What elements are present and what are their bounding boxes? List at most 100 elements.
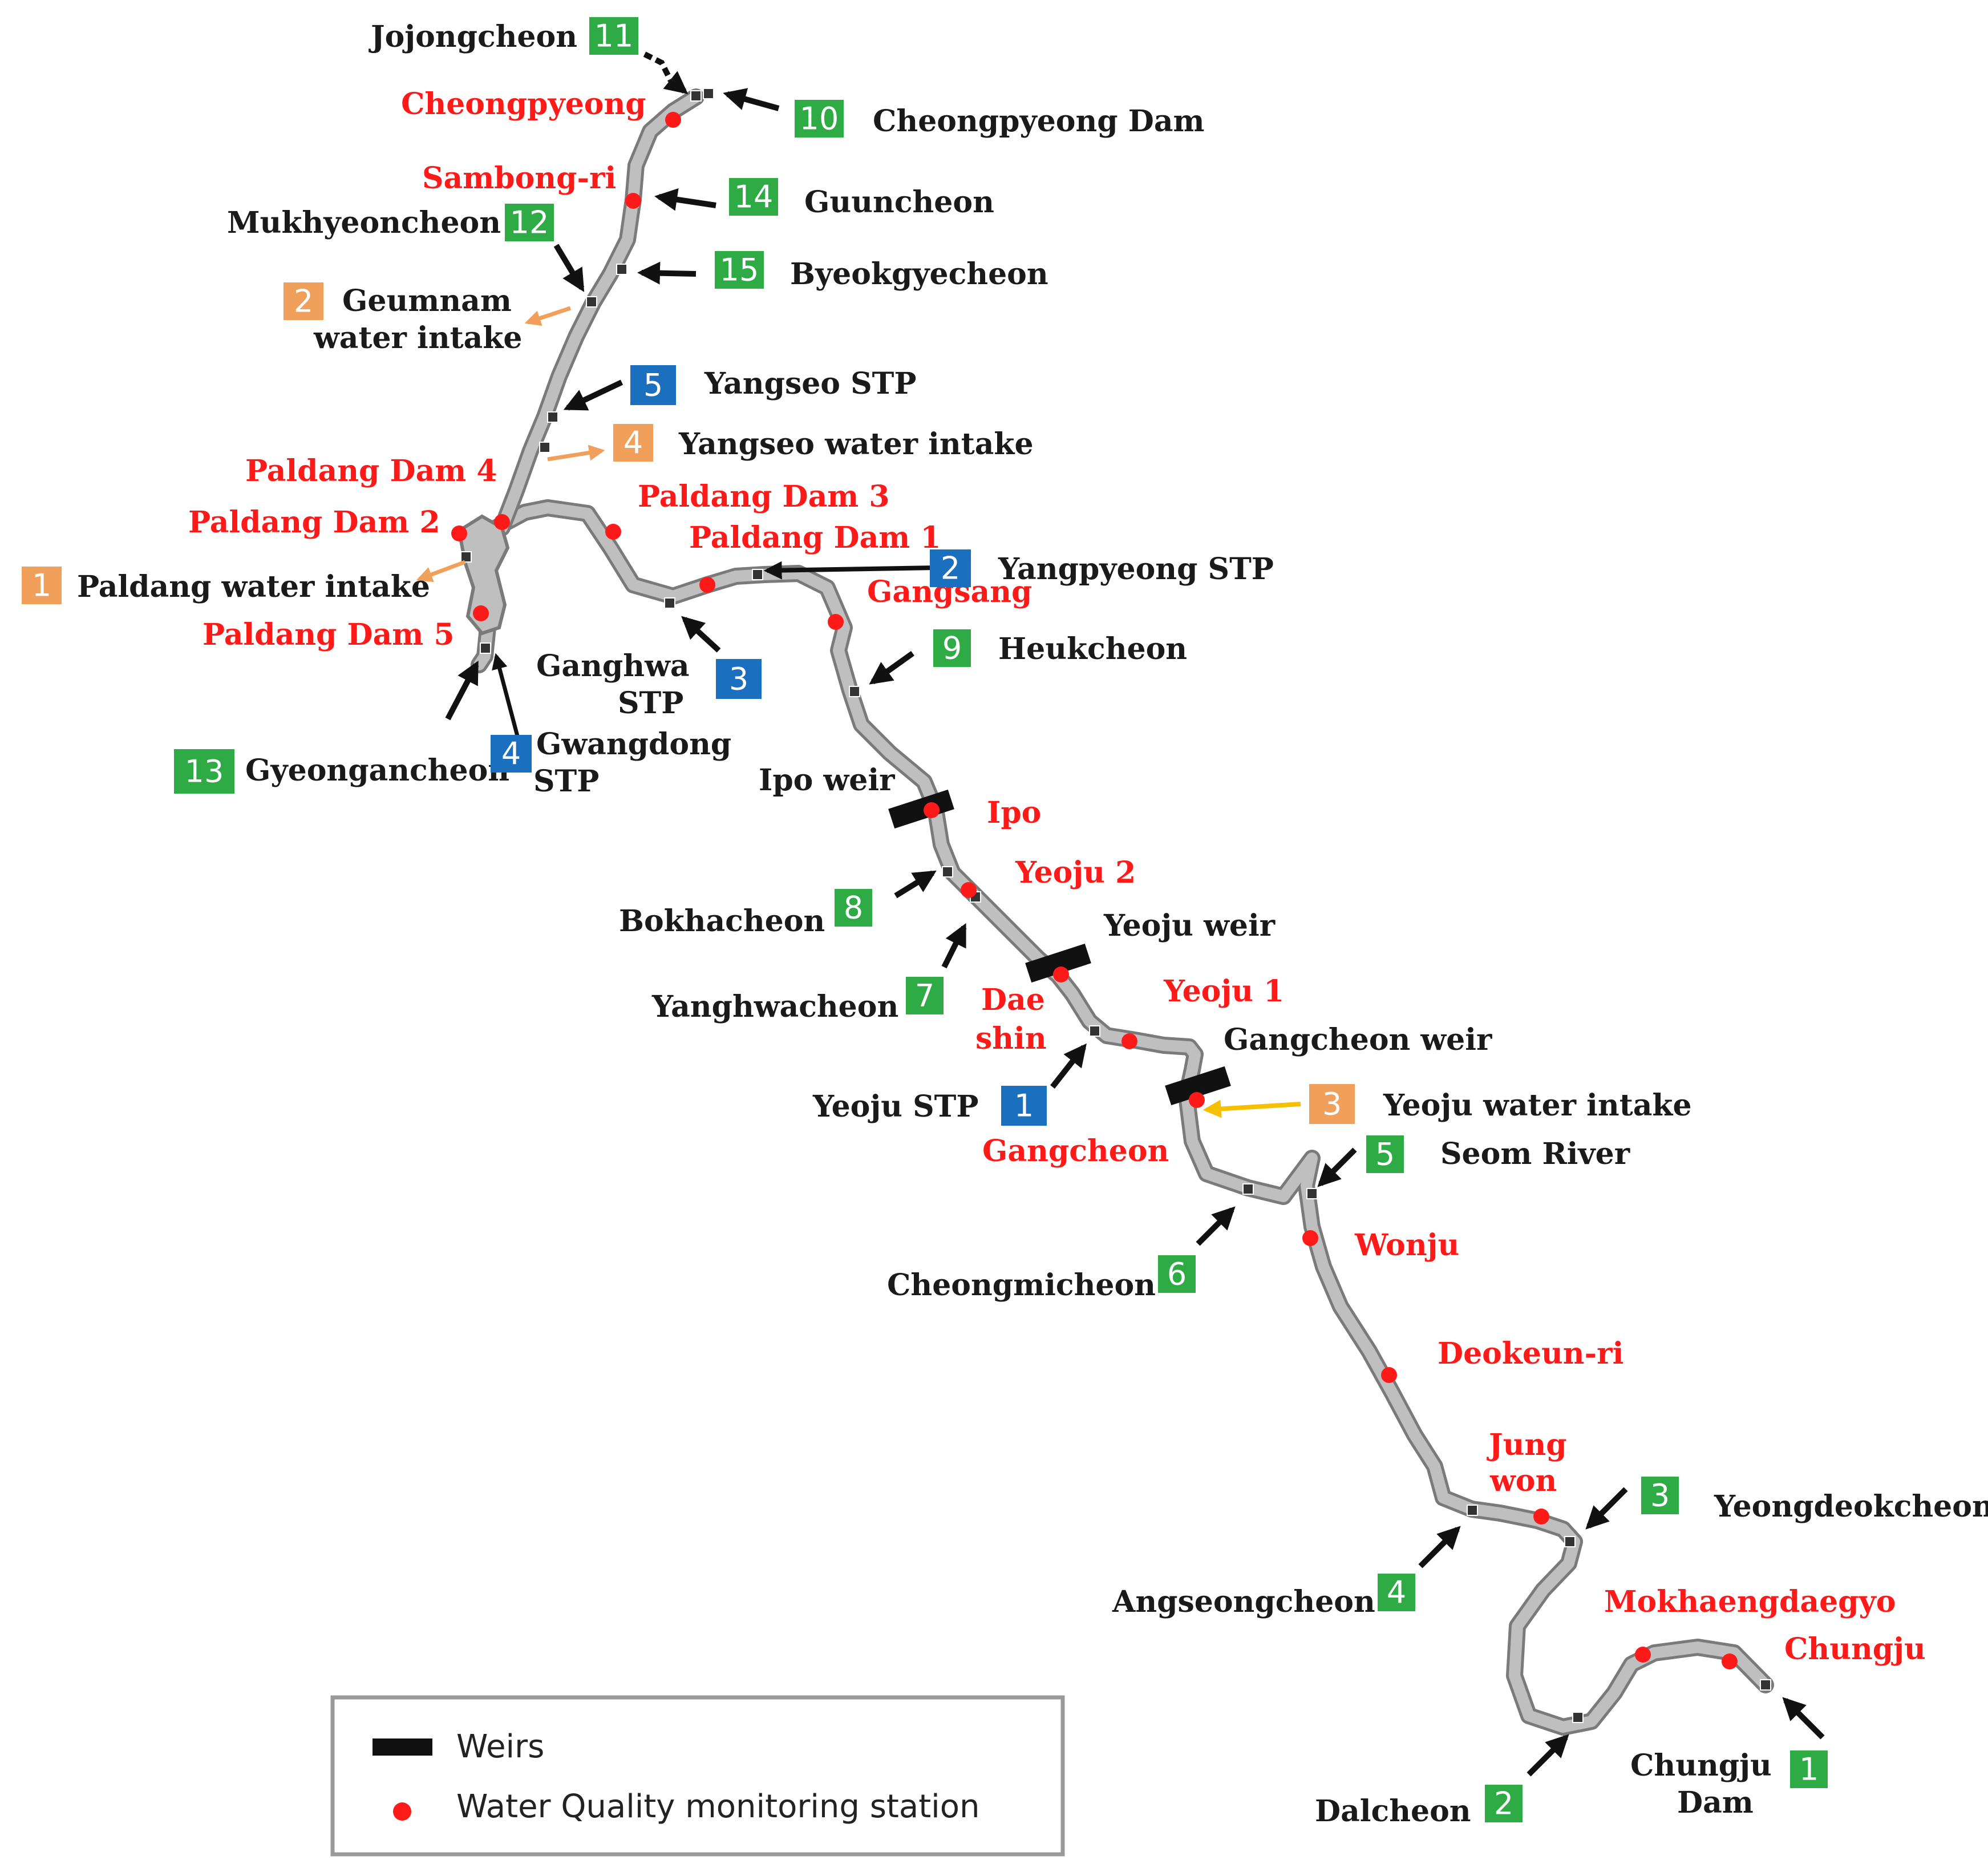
station-dot-yeoju1 <box>1121 1033 1137 1049</box>
tributary-7-number: 7 <box>915 978 934 1014</box>
intake-1: 1 Paldang water intake <box>22 567 430 604</box>
station-label-deokeun-ri: Deokeun-ri <box>1438 1336 1623 1371</box>
junction-node <box>703 88 714 99</box>
tributary-6: 6 Cheongmicheon <box>887 1255 1196 1303</box>
stp-5-name: Yangseo STP <box>704 366 916 401</box>
weir-labels: Ipo weir Yeoju weir Gangcheon weir <box>759 763 1492 1057</box>
tributary-8-name: Bokhacheon <box>619 904 825 939</box>
station-dot-yeoju2 <box>961 882 977 898</box>
river-upper-fill <box>496 91 702 533</box>
arrow-heukcheon <box>869 650 914 685</box>
junction-node <box>1089 1025 1100 1037</box>
tributary-8-number: 8 <box>844 890 863 926</box>
stp-4: 4 Gwangdong STP <box>491 727 731 799</box>
tributary-6-name: Cheongmicheon <box>887 1268 1156 1303</box>
station-labels: Cheongpyeong Sambong-ri Paldang Dam 4 Pa… <box>188 87 1926 1667</box>
station-label-chungju: Chungju <box>1784 1632 1926 1667</box>
stp-1-number: 1 <box>1014 1088 1034 1124</box>
tributary-8: 8 Bokhacheon <box>619 889 872 939</box>
station-label-cheongpyeong: Cheongpyeong <box>401 87 646 122</box>
intake-3-number: 3 <box>1322 1086 1342 1122</box>
tributary-5-number: 5 <box>1375 1137 1395 1172</box>
arrow-yanghwacheon <box>941 923 967 969</box>
tributary-12-name: Mukhyeoncheon <box>227 205 501 240</box>
arrow-mukhyeoncheon <box>553 244 585 292</box>
junction-node <box>849 686 860 697</box>
intake-3-name: Yeoju water intake <box>1383 1088 1692 1123</box>
tributary-11-name: Jojongcheon <box>369 19 577 54</box>
junction-node <box>539 442 550 453</box>
yeoju-weir-marker <box>1025 943 1091 983</box>
intake-badges: 1 Paldang water intake 2 Geumnam water i… <box>22 282 1692 1124</box>
junction-node <box>460 551 472 563</box>
station-dot-sambong-ri <box>625 193 641 209</box>
intake-1-name: Paldang water intake <box>77 569 430 604</box>
intake-4: 4 Yangseo water intake <box>613 424 1034 462</box>
tributary-10-name: Cheongpyeong Dam <box>873 104 1205 139</box>
station-label-paldang-dam-5: Paldang Dam 5 <box>203 617 455 652</box>
station-label-yeoju-1: Yeoju 1 <box>1163 974 1284 1009</box>
intake-2-number: 2 <box>294 284 313 320</box>
weir-markers <box>888 789 1231 1106</box>
junction-node <box>690 90 702 102</box>
junction-node <box>1564 1536 1576 1547</box>
station-dot-paldang5 <box>473 605 489 621</box>
arrow-seom-river <box>1317 1147 1357 1187</box>
tributary-5: 5 Seom River <box>1366 1135 1630 1173</box>
station-dot-paldang3 <box>605 524 621 540</box>
station-label-sambong-ri: Sambong-ri <box>422 161 616 196</box>
station-dots <box>451 112 1738 1669</box>
stp-5-number: 5 <box>643 367 663 403</box>
station-dot-jungwon <box>1533 1509 1549 1525</box>
stp-4-name-line2: STP <box>533 764 599 799</box>
tributary-10: 10 Cheongpyeong Dam <box>795 100 1205 139</box>
junction-nodes <box>460 88 1771 1723</box>
stp-1: 1 Yeoju STP <box>812 1086 1047 1126</box>
arrows <box>416 51 1825 1777</box>
arrow-ganghwa-stp <box>681 616 721 653</box>
tributary-14-name: Guuncheon <box>804 185 994 220</box>
arrow-bokhacheon <box>894 870 937 899</box>
intake-4-number: 4 <box>623 425 643 461</box>
weir-label-gangcheon: Gangcheon weir <box>1224 1022 1492 1057</box>
tributary-2: 2 Dalcheon <box>1315 1785 1523 1829</box>
station-dot-chungju <box>1722 1653 1738 1669</box>
tributary-badges: 1 Chungju Dam 2 Dalcheon 3 Yeongdeokcheo… <box>174 17 1988 1829</box>
stp-4-name-line1: Gwangdong <box>536 727 731 762</box>
station-label-jung: Jung <box>1487 1428 1567 1462</box>
arrow-cheongmicheon <box>1196 1206 1236 1246</box>
intake-2-name-line2: water intake <box>313 321 522 355</box>
junction-node <box>752 569 763 580</box>
tributary-3: 3 Yeongdeokcheon <box>1641 1477 1988 1524</box>
station-label-shin: shin <box>975 1021 1047 1056</box>
tributary-1-name-line2: Dam <box>1677 1785 1754 1820</box>
station-dot-daeshin <box>1053 967 1069 983</box>
tributary-13: 13 Gyeongancheon <box>174 749 509 794</box>
tributary-5-name: Seom River <box>1440 1137 1630 1171</box>
arrow-geumnam-intake <box>524 306 572 326</box>
stp-badges: 1 Yeoju STP 2 Yangpyeong STP 3 Ganghwa S… <box>491 365 1274 1126</box>
tributary-13-number: 13 <box>185 754 224 790</box>
tributary-12: 12 Mukhyeoncheon <box>227 204 554 241</box>
station-label-dae: Dae <box>981 983 1045 1017</box>
tributary-15-number: 15 <box>720 252 759 288</box>
arrow-chungju-dam <box>1782 1697 1825 1740</box>
tributary-4-name: Angseongcheon <box>1112 1584 1375 1619</box>
arrow-paldang-intake <box>416 560 466 583</box>
tributary-15-name: Byeokgyecheon <box>790 257 1048 292</box>
station-label-paldang-dam-3: Paldang Dam 3 <box>638 479 890 514</box>
legend-weirs-label: Weirs <box>456 1728 544 1765</box>
junction-node <box>1467 1505 1478 1516</box>
junction-node <box>547 411 558 423</box>
station-dot-paldang4 <box>494 514 510 530</box>
legend-weir-swatch <box>373 1738 432 1756</box>
arrow-yeongdeokcheon <box>1585 1487 1628 1530</box>
junction-node <box>1242 1183 1254 1195</box>
tributary-1-name-line1: Chungju <box>1630 1748 1772 1783</box>
stp-3-name-line2: STP <box>618 686 683 721</box>
tributary-1-number: 1 <box>1799 1752 1819 1788</box>
intake-4-name: Yangseo water intake <box>678 427 1034 462</box>
junction-node <box>664 597 675 609</box>
junction-node <box>616 264 627 275</box>
